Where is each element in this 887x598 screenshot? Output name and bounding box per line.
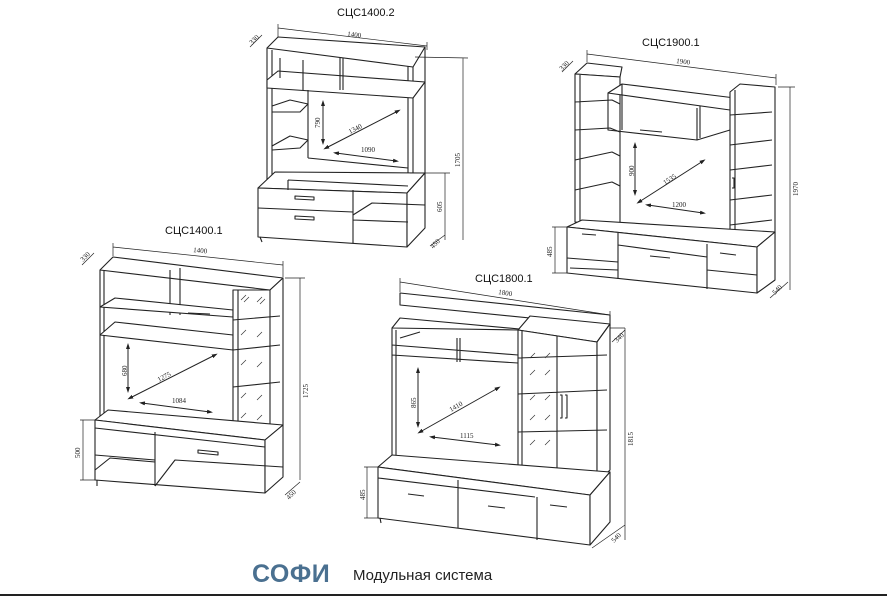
model-title: СЦС1400.2 bbox=[337, 7, 395, 19]
depth-top-label: 330 bbox=[79, 250, 92, 263]
model-sts1900-1: СЦС1900.1 900 1535 1200 1900 330 1970 48… bbox=[546, 37, 800, 299]
depth-top-label: 330 bbox=[248, 33, 261, 46]
width-label: 1900 bbox=[676, 57, 691, 67]
tv-diagonal-label: 1535 bbox=[662, 172, 679, 187]
height-label: 1970 bbox=[792, 182, 800, 197]
tv-width-label: 1090 bbox=[361, 146, 376, 154]
tv-height-label: 790 bbox=[314, 117, 322, 128]
model-sts1400-2: СЦС1400.2 790 1340 1090 1400 330 1705 60… bbox=[248, 7, 469, 250]
tv-height-label: 865 bbox=[410, 397, 418, 408]
depth-base-label: 450 bbox=[429, 237, 442, 250]
width-label: 1400 bbox=[193, 246, 208, 255]
model-title: СЦС1900.1 bbox=[642, 37, 700, 49]
tv-diagonal-label: 1340 bbox=[347, 122, 364, 136]
height-label: 1725 bbox=[302, 384, 310, 399]
bottom-divider bbox=[0, 594, 887, 596]
depth-base-label: 540 bbox=[610, 531, 623, 544]
base-height-label: 485 bbox=[546, 246, 554, 257]
model-title: СЦС1800.1 bbox=[475, 273, 533, 285]
tv-width-label: 1115 bbox=[460, 432, 474, 440]
brand-name: СОФИ bbox=[252, 560, 331, 588]
tv-diagonal-label: 1275 bbox=[156, 370, 173, 384]
tv-width-label: 1200 bbox=[672, 201, 687, 209]
tv-height-label: 900 bbox=[628, 165, 636, 176]
depth-top-label: 340 bbox=[613, 331, 626, 344]
base-height-label: 485 bbox=[359, 489, 367, 500]
height-label: 1705 bbox=[454, 153, 462, 168]
height-label: 1815 bbox=[627, 432, 635, 447]
base-height-label: 500 bbox=[74, 447, 82, 458]
model-sts1800-1: СЦС1800.1 865 1410 1115 1800 340 1815 48… bbox=[359, 273, 635, 549]
depth-top-label: 330 bbox=[558, 59, 571, 72]
brand-subtitle: Модульная система bbox=[353, 567, 493, 584]
model-sts1400-1: СЦС1400.1 680 1275 1084 1400 330 1725 50… bbox=[74, 225, 310, 501]
width-label: 1400 bbox=[347, 30, 362, 40]
depth-base-label: 540 bbox=[771, 283, 784, 296]
tv-width-label: 1084 bbox=[172, 397, 187, 405]
model-title: СЦС1400.1 bbox=[165, 225, 223, 237]
width-label: 1800 bbox=[498, 288, 514, 298]
depth-base-label: 450 bbox=[285, 488, 298, 501]
base-height-label: 605 bbox=[436, 201, 444, 212]
tv-height-label: 680 bbox=[121, 365, 129, 376]
